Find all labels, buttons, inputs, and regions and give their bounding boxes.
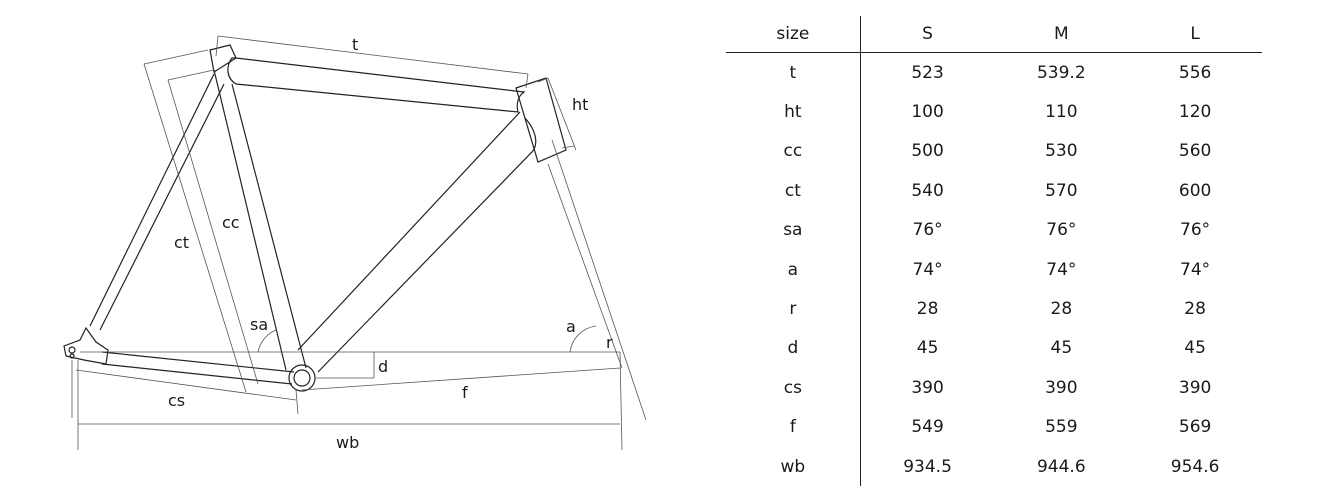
cell-s: 100 [911,102,944,123]
frame-geometry-diagram: t ht ct cc sa a r d f cs wb [63,35,647,452]
table-row: sa 76° 76° 76° [726,210,1262,250]
cell-l: 556 [1178,62,1212,83]
cell-l: 569 [1178,417,1212,438]
label-d: d [378,357,388,376]
steering-axis [547,139,647,421]
geometry-table: size S M L t 523 539.2 556 ht 100 110 12… [726,16,1262,487]
cell-l: 390 [1178,377,1212,398]
header-size-l: L [1128,16,1262,53]
table-row: cs 390 390 390 [726,368,1262,408]
cell-l: 600 [1178,180,1212,201]
header-size: size [726,16,861,53]
table-row: wb 934.5 944.6 954.6 [726,446,1262,487]
dim-line-ht [537,77,577,151]
label-f: f [462,383,468,402]
table-row: t 523 539.2 556 [726,52,1262,93]
dim-line-wb [71,360,620,450]
rear-axle [68,346,76,354]
bottom-bracket-outer [288,364,316,392]
head-tube [515,77,567,163]
seat-tube [213,69,307,371]
dim-line-f [301,351,623,451]
header-size-s: S [860,16,995,53]
table-header-row: size S M L [726,16,1262,53]
label-a: a [566,317,576,336]
cell-m: 559 [1045,417,1078,438]
row-label: ht [726,92,861,132]
cell-l: 954.6 [1170,456,1220,477]
cell-l: 120 [1178,102,1212,123]
rear-dropout [63,326,109,365]
table-row: ht 100 110 120 [726,92,1262,132]
dim-line-ct [143,49,247,393]
cell-m: 944.6 [1036,456,1086,477]
dim-line-cs [75,369,299,415]
cell-s: 74° [912,259,943,280]
table-row: f 549 559 569 [726,407,1262,447]
row-label: d [726,328,861,369]
label-t: t [352,35,358,54]
dim-line-d [316,352,375,379]
label-r: r [606,333,613,352]
row-label: t [726,52,861,93]
table-row: d 45 45 45 [726,328,1262,369]
cell-m: 390 [1045,377,1078,398]
row-label: f [726,407,861,447]
cell-l: 560 [1178,141,1212,162]
dim-line-t [215,35,529,89]
cell-m: 28 [1050,299,1073,320]
cell-m: 74° [1046,259,1077,280]
row-label: wb [726,446,861,487]
cell-s: 540 [911,180,944,201]
cell-l: 74° [1180,259,1211,280]
cell-m: 570 [1045,180,1078,201]
cell-s: 76° [912,220,943,241]
top-tube [227,57,526,113]
table-row: r 28 28 28 [726,289,1262,329]
label-ht: ht [572,95,588,114]
down-tube [297,111,537,373]
cell-s: 500 [911,141,944,162]
label-sa: sa [250,315,268,334]
header-size-m: M [994,16,1129,53]
table-row: ct 540 570 600 [726,171,1262,211]
table-row: cc 500 530 560 [726,131,1262,172]
label-ct: ct [174,233,189,252]
label-cc: cc [222,213,240,232]
cell-m: 110 [1045,102,1078,123]
row-label: cc [726,131,861,172]
cell-s: 523 [911,62,944,83]
cell-s: 549 [911,417,944,438]
rear-axle-nut [69,353,75,359]
cell-s: 28 [916,299,939,320]
cell-s: 45 [916,338,939,359]
seat-stay [89,73,225,331]
row-label: r [726,289,861,329]
row-label: a [726,249,861,290]
cell-s: 934.5 [903,456,952,477]
bottom-bracket-inner [293,369,311,387]
row-label: cs [726,368,861,408]
chain-stay [101,351,295,385]
label-wb: wb [336,433,359,452]
cell-l: 76° [1180,220,1211,241]
table-row: a 74° 74° 74° [726,249,1262,290]
cell-l: 28 [1184,299,1206,320]
row-label: sa [726,210,861,250]
cell-l: 45 [1184,338,1206,359]
arc-a [569,325,597,353]
seat-collar [209,44,237,73]
cell-m: 45 [1050,338,1073,359]
cell-m: 530 [1045,141,1078,162]
dim-line-cc [167,69,259,385]
cell-m: 539.2 [1036,62,1086,83]
cell-s: 390 [911,377,944,398]
arc-sa [257,329,277,353]
label-cs: cs [168,391,185,410]
cell-m: 76° [1046,220,1077,241]
row-label: ct [726,171,861,211]
